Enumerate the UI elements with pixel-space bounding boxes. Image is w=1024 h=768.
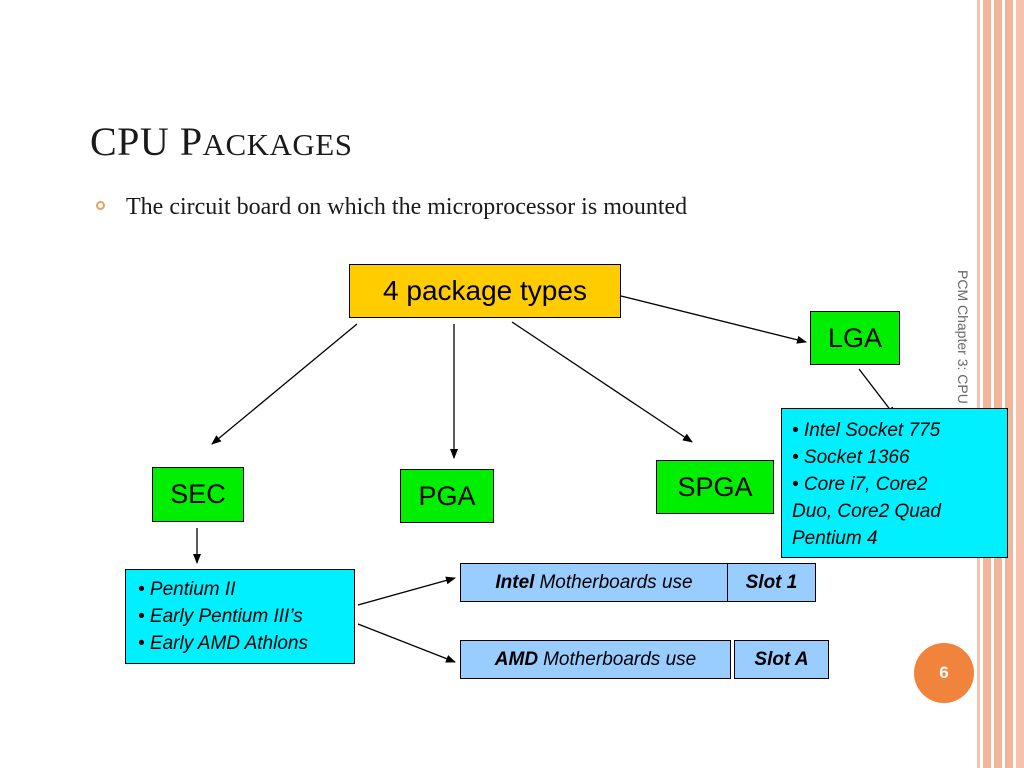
arrow-list-intel bbox=[357, 576, 456, 606]
arrow-root-lga bbox=[620, 295, 807, 344]
intel-motherboard-box: Intel Motherboards use bbox=[460, 563, 728, 602]
root-box: 4 package types bbox=[349, 264, 621, 318]
list-item: Pentium 4 bbox=[792, 528, 878, 549]
decor-stripe-1 bbox=[977, 0, 980, 768]
type-box-lga: LGA bbox=[810, 311, 900, 365]
amd-motherboard-box: AMD Motherboards use bbox=[460, 640, 731, 679]
page-number-badge: 6 bbox=[914, 643, 974, 703]
lga-examples-box: • Intel Socket 775 • Socket 1366 • Core … bbox=[781, 408, 1008, 558]
list-item: • Socket 1366 bbox=[792, 447, 910, 468]
slide-title: CPU PACKAGES bbox=[90, 119, 353, 164]
decor-stripe-5 bbox=[1016, 0, 1024, 768]
amd-text: Motherboards use bbox=[543, 648, 697, 670]
bullet-circle-icon bbox=[96, 201, 105, 210]
type-box-pga: PGA bbox=[400, 469, 494, 523]
amd-slot-label: Slot A bbox=[754, 648, 809, 670]
arrow-list-amd bbox=[357, 623, 456, 663]
list-item: • Early Pentium III’s bbox=[138, 606, 303, 627]
intel-slot-box: Slot 1 bbox=[727, 563, 816, 602]
chapter-footer: PCM Chapter 3: CPU bbox=[955, 270, 971, 404]
list-item: • Intel Socket 775 bbox=[792, 420, 941, 441]
intel-brand: Intel bbox=[495, 571, 535, 593]
list-item: • Pentium II bbox=[138, 579, 236, 600]
amd-brand: AMD bbox=[494, 648, 539, 670]
type-box-spga: SPGA bbox=[656, 460, 774, 514]
decor-stripe-2 bbox=[983, 0, 991, 768]
bullet-text: The circuit board on which the microproc… bbox=[126, 194, 688, 220]
intel-slot-label: Slot 1 bbox=[745, 571, 798, 593]
intel-text: Motherboards use bbox=[539, 571, 693, 593]
type-box-sec: SEC bbox=[152, 467, 244, 522]
decor-stripe-3 bbox=[994, 0, 1002, 768]
arrow-root-sec bbox=[211, 323, 358, 445]
sec-examples-box: • Pentium II • Early Pentium III’s • Ear… bbox=[125, 569, 355, 664]
list-item: • Early AMD Athlons bbox=[138, 633, 308, 654]
amd-slot-box: Slot A bbox=[734, 640, 829, 679]
list-item: Duo, Core2 Quad bbox=[792, 501, 941, 522]
list-item: • Core i7, Core2 bbox=[792, 474, 928, 495]
arrow-root-spga bbox=[511, 321, 693, 443]
decor-stripe-4 bbox=[1005, 0, 1013, 768]
